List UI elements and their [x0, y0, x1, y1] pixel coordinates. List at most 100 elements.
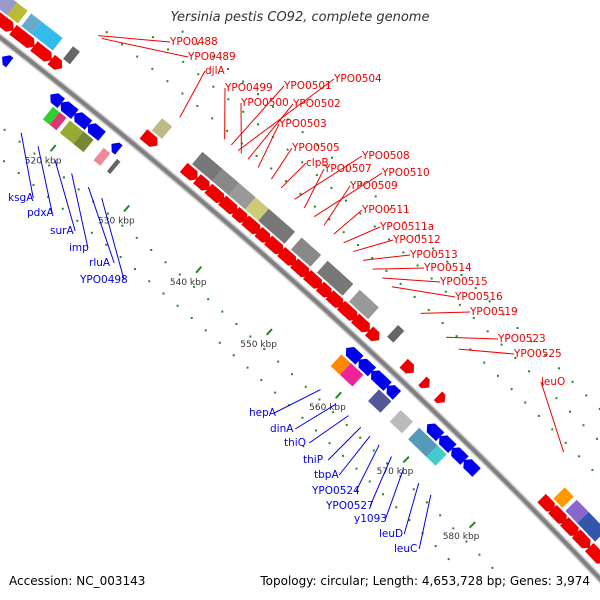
cds-forward — [315, 281, 332, 298]
guide-dot — [474, 287, 477, 290]
cds-forward — [303, 270, 322, 289]
misc-feature-forward — [349, 289, 379, 320]
guide-dot — [568, 410, 571, 413]
guide-dot — [119, 255, 122, 258]
label-leader-line — [327, 426, 362, 461]
guide-dot — [465, 540, 468, 543]
guide-dot — [274, 391, 277, 394]
reverse-gene-label: thiP — [303, 454, 323, 466]
topology-summary: Topology: circular; Length: 4,653,728 bp… — [260, 574, 590, 588]
guide-dot — [181, 30, 184, 33]
guide-dot — [598, 408, 600, 411]
misc-feature-forward — [565, 499, 589, 524]
guide-dot — [301, 131, 304, 134]
guide-dot — [105, 31, 108, 34]
forward-gene-label: YPO0513 — [409, 249, 458, 261]
reverse-gene-label: YPO0498 — [79, 274, 128, 286]
guide-dot — [240, 142, 243, 145]
label-leader-line — [382, 277, 441, 283]
guide-dot — [105, 243, 108, 246]
cds-forward — [364, 326, 380, 342]
misc-feature-reverse — [340, 363, 364, 387]
guide-dot — [444, 290, 447, 293]
guide-dot — [257, 123, 260, 126]
guide-dot — [77, 188, 80, 191]
label-leader-line — [257, 123, 280, 168]
scale-tick-label: 520 kbp — [25, 157, 62, 167]
label-leader-line — [20, 132, 34, 199]
cds-reverse — [74, 112, 93, 130]
guide-dot — [530, 340, 533, 343]
guide-dot — [328, 442, 331, 445]
misc-feature-forward — [291, 237, 322, 267]
forward-gene-label: YPO0500 — [240, 97, 289, 109]
guide-dot — [360, 182, 363, 185]
guide-dot — [255, 154, 258, 157]
guide-dot — [359, 212, 362, 215]
guide-dot — [136, 55, 139, 58]
reverse-gene-label: hepA — [249, 407, 277, 419]
cds-forward — [193, 174, 210, 191]
reverse-gene-label: YPO0527 — [325, 500, 374, 512]
reverse-gene-label: surA — [50, 225, 74, 237]
guide-dot — [151, 36, 154, 39]
guide-dot — [382, 493, 385, 496]
cds-reverse — [111, 142, 123, 155]
guide-dot — [564, 441, 567, 444]
label-leader-line — [303, 168, 325, 209]
misc-feature-reverse — [330, 354, 351, 375]
guide-dot — [218, 341, 221, 344]
scale-tick — [49, 144, 57, 152]
misc-feature-reverse — [73, 131, 94, 153]
guide-dot — [17, 172, 20, 175]
scale-tick — [468, 521, 476, 529]
guide-dot — [483, 361, 486, 364]
guide-dot — [460, 273, 463, 276]
guide-dot — [551, 428, 554, 431]
cds-forward — [47, 54, 63, 70]
guide-dot — [528, 370, 531, 373]
guide-dot — [18, 140, 21, 143]
guide-dot — [106, 212, 109, 215]
misc-feature-forward — [7, 2, 28, 24]
guide-dot — [478, 553, 481, 556]
guide-dot — [510, 388, 513, 391]
label-leader-line — [270, 147, 293, 180]
label-leader-line — [37, 146, 53, 214]
guide-dot — [197, 73, 200, 76]
guide-dot — [227, 98, 230, 101]
cds-reverse — [87, 123, 106, 141]
guide-dot — [434, 545, 437, 548]
misc-feature-forward — [387, 325, 405, 343]
reverse-gene-label: dinA — [270, 423, 294, 435]
guide-dot — [32, 183, 35, 186]
guide-dot — [286, 118, 289, 121]
genome-backbone — [0, 32, 600, 584]
forward-gene-label: YPO0510 — [381, 167, 430, 179]
scale-tick-label: 580 kbp — [443, 532, 480, 542]
guide-dot — [439, 514, 442, 517]
cds-forward — [139, 129, 158, 147]
guide-dot — [212, 85, 215, 88]
label-leader-line — [343, 226, 381, 244]
guide-dot — [388, 238, 391, 241]
guide-dot — [472, 317, 475, 320]
misc-feature-forward — [192, 151, 223, 182]
guide-dot — [242, 80, 245, 83]
guide-dot — [47, 195, 50, 198]
cds-forward — [560, 517, 579, 536]
feature-tracks — [0, 0, 600, 568]
guide-dot — [286, 148, 289, 151]
guide-dot — [502, 313, 505, 316]
misc-feature-reverse — [368, 389, 392, 413]
guide-dot — [207, 298, 210, 301]
guide-dot — [342, 231, 345, 234]
guide-dot — [120, 43, 123, 46]
guide-dot — [403, 221, 406, 224]
forward-gene-label: YPO0514 — [423, 262, 472, 274]
cds-forward — [277, 247, 297, 266]
guide-dot — [271, 105, 274, 108]
label-leader-line — [403, 482, 420, 535]
guide-dot — [555, 397, 558, 400]
